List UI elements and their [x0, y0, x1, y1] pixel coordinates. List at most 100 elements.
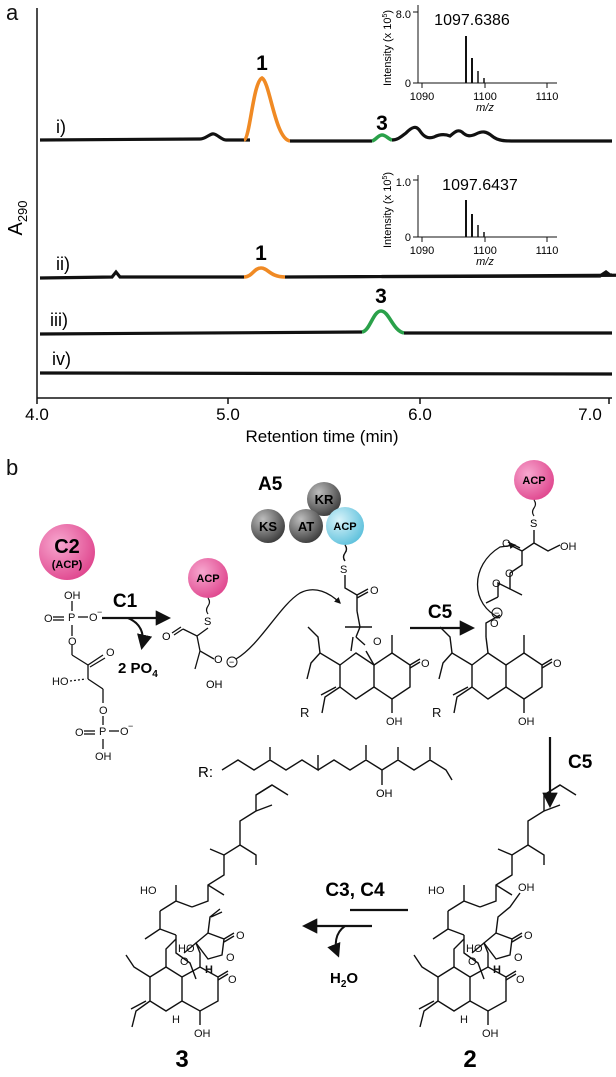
- trace-label-iii: iii): [50, 310, 68, 330]
- svg-text:1100: 1100: [473, 245, 497, 257]
- svg-text:OH: OH: [518, 716, 535, 728]
- svg-text:−: −: [97, 607, 102, 617]
- svg-text:H: H: [172, 1014, 180, 1026]
- svg-text:0: 0: [405, 78, 411, 90]
- svg-text:S: S: [204, 616, 211, 628]
- water-label: H2O: [330, 970, 358, 990]
- polyketide-intermediate-1: [306, 544, 421, 714]
- svg-text:O: O: [106, 647, 115, 659]
- r-label: R:: [198, 764, 213, 781]
- x-tick-label-5: 5.0: [216, 405, 240, 424]
- acp-glyceryl-2: ACP S: [514, 460, 554, 530]
- svg-text:H: H: [460, 1014, 468, 1026]
- pathway-scheme: C2 (ACP) OH P O − O O O HO O P O − O OH: [39, 460, 593, 1073]
- c2-acp-bubble: C2 (ACP): [39, 524, 95, 580]
- panel-b-letter: b: [6, 455, 19, 480]
- svg-text:1097.6437: 1097.6437: [442, 177, 518, 194]
- svg-text:O: O: [68, 636, 77, 648]
- svg-text:−: −: [494, 608, 499, 618]
- svg-text:OH: OH: [206, 679, 223, 691]
- trace-ii: [39, 269, 244, 280]
- svg-text:O: O: [226, 952, 235, 964]
- compound-3-atoms: HO HO O O O H O H OH: [140, 885, 245, 1040]
- compound-3-structure: [125, 784, 289, 1028]
- y-axis-label: A290: [5, 200, 30, 235]
- svg-text:HO: HO: [52, 676, 69, 688]
- trace-i: [39, 132, 250, 142]
- svg-text:KR: KR: [315, 492, 334, 507]
- svg-text:O: O: [514, 952, 523, 964]
- compound-2-structure: [413, 784, 577, 1028]
- svg-text:C2: C2: [54, 536, 80, 558]
- svg-text:−: −: [229, 657, 234, 667]
- svg-text:S: S: [340, 564, 347, 576]
- svg-text:1090: 1090: [410, 91, 434, 103]
- svg-text:OH: OH: [64, 590, 81, 602]
- chromatogram-panel: 4.0 5.0 6.0 7.0 Retention time (min) A29…: [5, 5, 616, 446]
- svg-text:ACP: ACP: [522, 475, 545, 487]
- x-axis-label: Retention time (min): [245, 427, 398, 446]
- trace-iii-peak3: [361, 309, 405, 335]
- trace-i-peak3: [371, 133, 393, 143]
- trace-label-iv: iv): [52, 349, 71, 369]
- peak-label-3: 3: [376, 112, 388, 135]
- x-tick-label-6: 6.0: [408, 405, 432, 424]
- panel-a-letter: a: [6, 0, 19, 25]
- arrow-c5-down-label: C5: [568, 752, 593, 773]
- svg-text:O: O: [228, 974, 237, 986]
- svg-text:O: O: [373, 636, 382, 648]
- peak-label-3-iii: 3: [375, 285, 387, 308]
- svg-text:P: P: [99, 726, 106, 738]
- svg-text:H: H: [205, 964, 213, 976]
- svg-text:1090: 1090: [410, 245, 434, 257]
- arrow-po4: [127, 616, 153, 651]
- svg-text:OH: OH: [518, 882, 535, 894]
- svg-text:O: O: [502, 538, 511, 550]
- svg-text:OH: OH: [95, 751, 112, 763]
- svg-text:OH: OH: [560, 541, 577, 553]
- svg-text:AT: AT: [298, 519, 314, 534]
- nucleophilic-attack-arrow-2: [477, 542, 517, 619]
- svg-text:O: O: [490, 618, 499, 630]
- svg-text:O: O: [120, 726, 129, 738]
- svg-text:O: O: [553, 658, 562, 670]
- svg-text:H: H: [493, 964, 501, 976]
- svg-text:HO: HO: [178, 943, 195, 955]
- svg-text:1110: 1110: [536, 91, 559, 103]
- svg-text:O: O: [524, 930, 533, 942]
- svg-text:O: O: [75, 727, 84, 739]
- svg-text:(ACP): (ACP): [52, 559, 83, 571]
- nucleophilic-attack-arrow-1: [235, 589, 341, 660]
- svg-text:KS: KS: [259, 519, 277, 534]
- trace-i-tail: [391, 125, 612, 143]
- polyketide-intermediate-1-atoms: S O O O R OH: [300, 564, 430, 728]
- arrow-c3c4-label: C3, C4: [325, 880, 385, 901]
- trace-i-peak1: [242, 76, 291, 143]
- peak-label-1: 1: [256, 52, 268, 75]
- arrow-c1-label: C1: [113, 591, 138, 612]
- r-side-chain: [221, 745, 453, 785]
- module-label: A5: [258, 474, 283, 495]
- po4-label: 2 PO4: [118, 660, 158, 680]
- x-tick-label-7: 7.0: [578, 405, 602, 424]
- arrow-water: [327, 925, 346, 958]
- trace-ii-tail: [284, 270, 616, 279]
- svg-text:HO: HO: [428, 885, 445, 897]
- svg-text:ACP: ACP: [196, 573, 219, 585]
- svg-text:O: O: [516, 974, 525, 986]
- svg-text:O: O: [370, 585, 379, 597]
- compound-2-atoms: HO OH HO O O O H O H OH: [428, 882, 535, 1040]
- svg-text:OH: OH: [376, 788, 393, 800]
- svg-text:O: O: [214, 654, 223, 666]
- glyceryl-bisphosphate: [53, 601, 119, 749]
- svg-text:OH: OH: [482, 1028, 499, 1040]
- glyceryl-bisphosphate-atoms: OH P O − O O O HO O P O − O OH: [44, 590, 133, 763]
- svg-text:O: O: [421, 658, 430, 670]
- svg-text:O: O: [99, 705, 108, 717]
- svg-text:A290: A290: [5, 200, 30, 235]
- svg-text:OH: OH: [194, 1028, 211, 1040]
- compound-2-label: 2: [463, 1046, 476, 1073]
- svg-text:O: O: [89, 612, 98, 624]
- svg-text:8.0: 8.0: [396, 9, 411, 21]
- trace-iii: [39, 330, 363, 336]
